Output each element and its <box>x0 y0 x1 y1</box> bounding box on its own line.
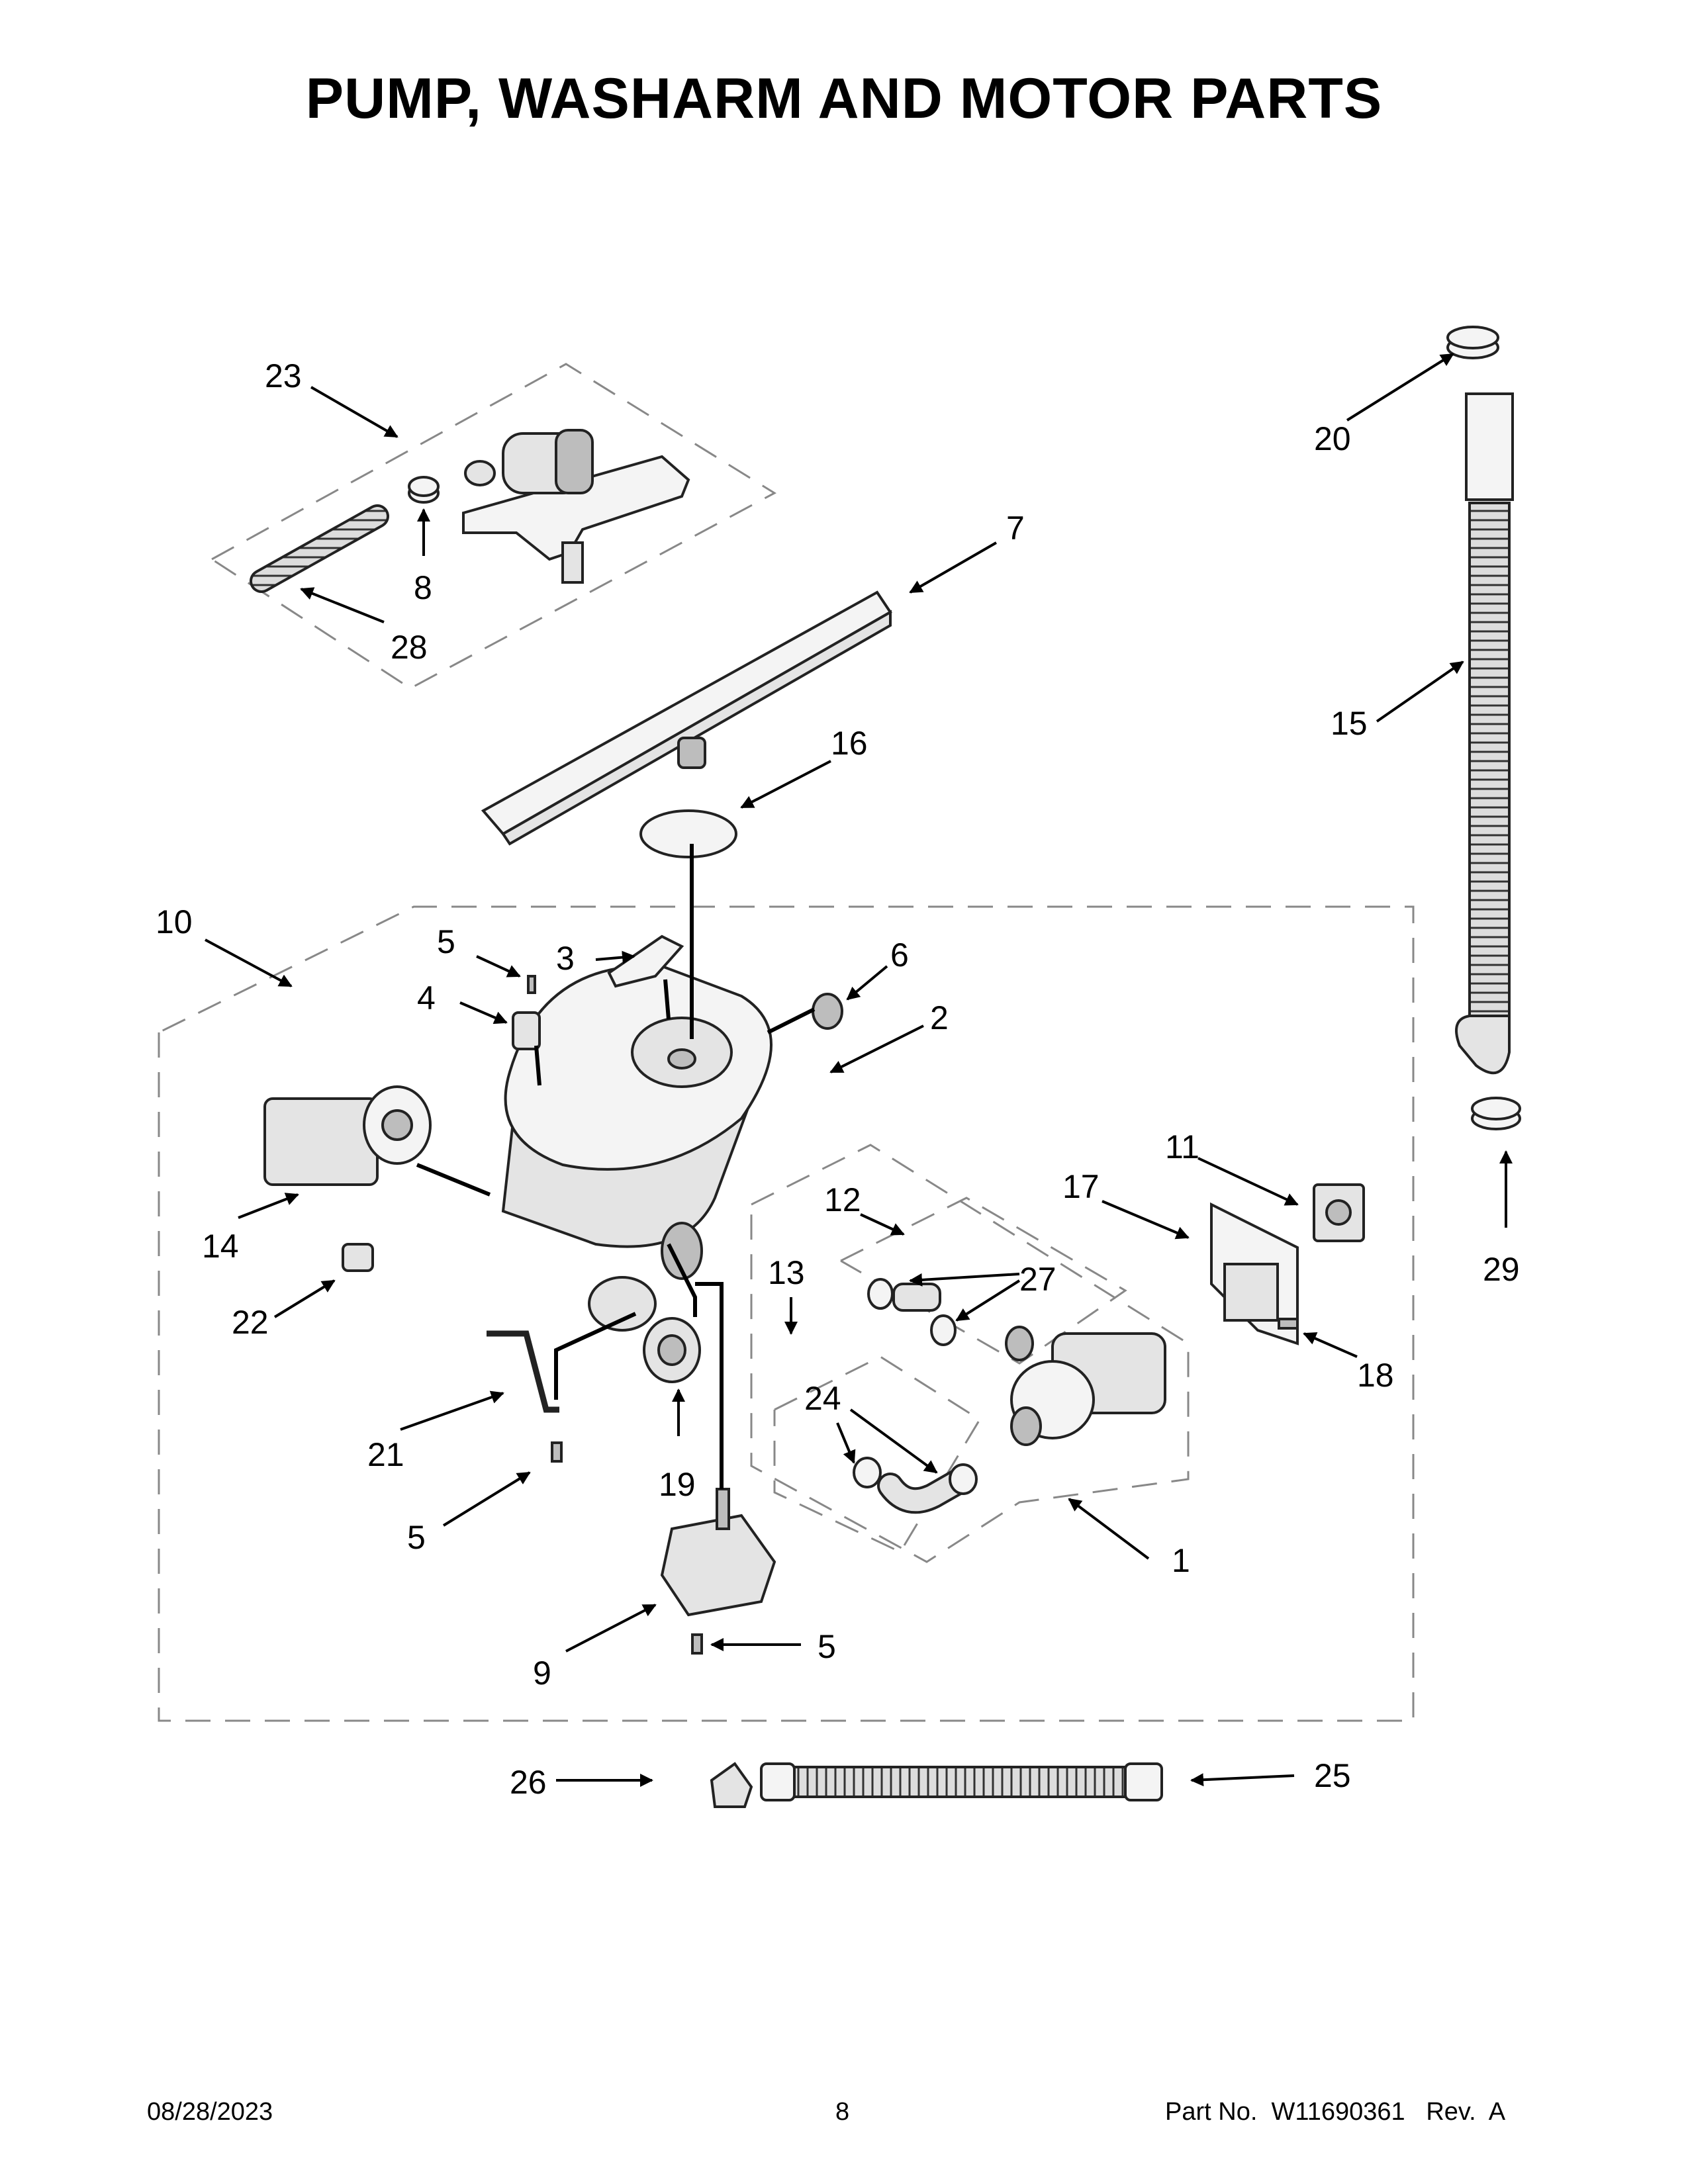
connector-lines <box>416 844 816 1489</box>
part-1-circulation-pump <box>1005 1326 1166 1446</box>
callout-1: 1 <box>1172 1542 1190 1579</box>
callout-25: 25 <box>1314 1757 1351 1794</box>
part-5-screws <box>527 975 703 1655</box>
callout-24: 24 <box>804 1380 841 1417</box>
callout-19: 19 <box>659 1466 696 1503</box>
part-20-hose-clamp <box>1446 326 1499 359</box>
callout-28: 28 <box>391 629 428 666</box>
part-18-screw <box>1278 1318 1299 1330</box>
callout-9: 9 <box>533 1655 551 1692</box>
part-23-drain-pump-assembly <box>462 429 690 584</box>
callout-8: 8 <box>414 569 432 606</box>
part-27-hose-and-clamps <box>867 1278 957 1346</box>
part-24-hose-and-clamps <box>853 1457 978 1514</box>
callout-7: 7 <box>1006 510 1025 547</box>
callout-10: 10 <box>156 903 193 940</box>
callout-3: 3 <box>556 940 575 977</box>
callout-14: 14 <box>202 1228 239 1265</box>
revision-value: A <box>1488 2098 1506 2126</box>
callout-4: 4 <box>417 979 436 1017</box>
part-number-value: W11690361 <box>1271 2098 1405 2126</box>
part-26-clamp <box>710 1762 753 1808</box>
part-9-diverter-assembly <box>660 1488 776 1617</box>
callout-21: 21 <box>367 1436 404 1473</box>
part-11-mount <box>1313 1183 1365 1242</box>
part-29-hose-clamp <box>1471 1097 1521 1130</box>
part-21-bracket <box>487 1330 559 1413</box>
part-2-sump-assembly <box>501 964 773 1332</box>
callout-5a: 5 <box>437 923 455 960</box>
callout-5c: 5 <box>818 1628 836 1665</box>
page-title: PUMP, WASHARM AND MOTOR PARTS <box>305 67 1383 130</box>
part-3-bracket <box>607 934 684 988</box>
callout-18: 18 <box>1357 1357 1394 1394</box>
leader-arrows <box>205 353 1513 1787</box>
part-28-corrugated-hose <box>250 504 389 593</box>
callout-20: 20 <box>1314 420 1351 457</box>
part-15-drain-hose <box>1455 392 1514 1075</box>
part-25-inlet-hose <box>760 1762 1163 1801</box>
part-16-wash-arm-disc <box>639 809 737 858</box>
callout-6: 6 <box>890 936 909 974</box>
group-outlines <box>158 363 1415 1722</box>
callout-5b: 5 <box>407 1519 426 1556</box>
callout-26: 26 <box>510 1764 547 1801</box>
callout-23: 23 <box>265 357 302 394</box>
footer-page-number: 8 <box>835 2098 850 2126</box>
part-4-sensor <box>512 1011 541 1050</box>
footer-part-number: Part No. W11690361 Rev. A <box>1165 2098 1505 2126</box>
part-14-circulation-motor <box>263 1085 432 1186</box>
part-7-lower-wash-arm <box>481 590 892 846</box>
callout-16: 16 <box>831 725 868 762</box>
part-8-hose-clamp <box>408 476 440 504</box>
callout-27: 27 <box>1019 1261 1056 1298</box>
callout-labels: 23 20 8 7 28 15 16 10 5 3 6 4 2 11 17 12… <box>156 357 1520 1801</box>
part-22-coupler <box>342 1243 374 1272</box>
callout-2: 2 <box>930 999 949 1036</box>
callout-13: 13 <box>768 1254 805 1291</box>
part-19-diverter-motor <box>643 1317 701 1383</box>
revision-label: Rev. <box>1426 2098 1476 2126</box>
callout-22: 22 <box>232 1304 269 1341</box>
part-number-label: Part No. <box>1165 2098 1258 2126</box>
part-17-heat-shield <box>1210 1202 1299 1345</box>
callout-29: 29 <box>1483 1251 1520 1288</box>
callout-15: 15 <box>1331 705 1368 742</box>
part-6-grommet <box>812 993 843 1030</box>
callout-17: 17 <box>1062 1168 1100 1205</box>
footer-date: 08/28/2023 <box>147 2098 273 2126</box>
callout-11: 11 <box>1165 1128 1199 1165</box>
callout-12: 12 <box>824 1181 861 1218</box>
